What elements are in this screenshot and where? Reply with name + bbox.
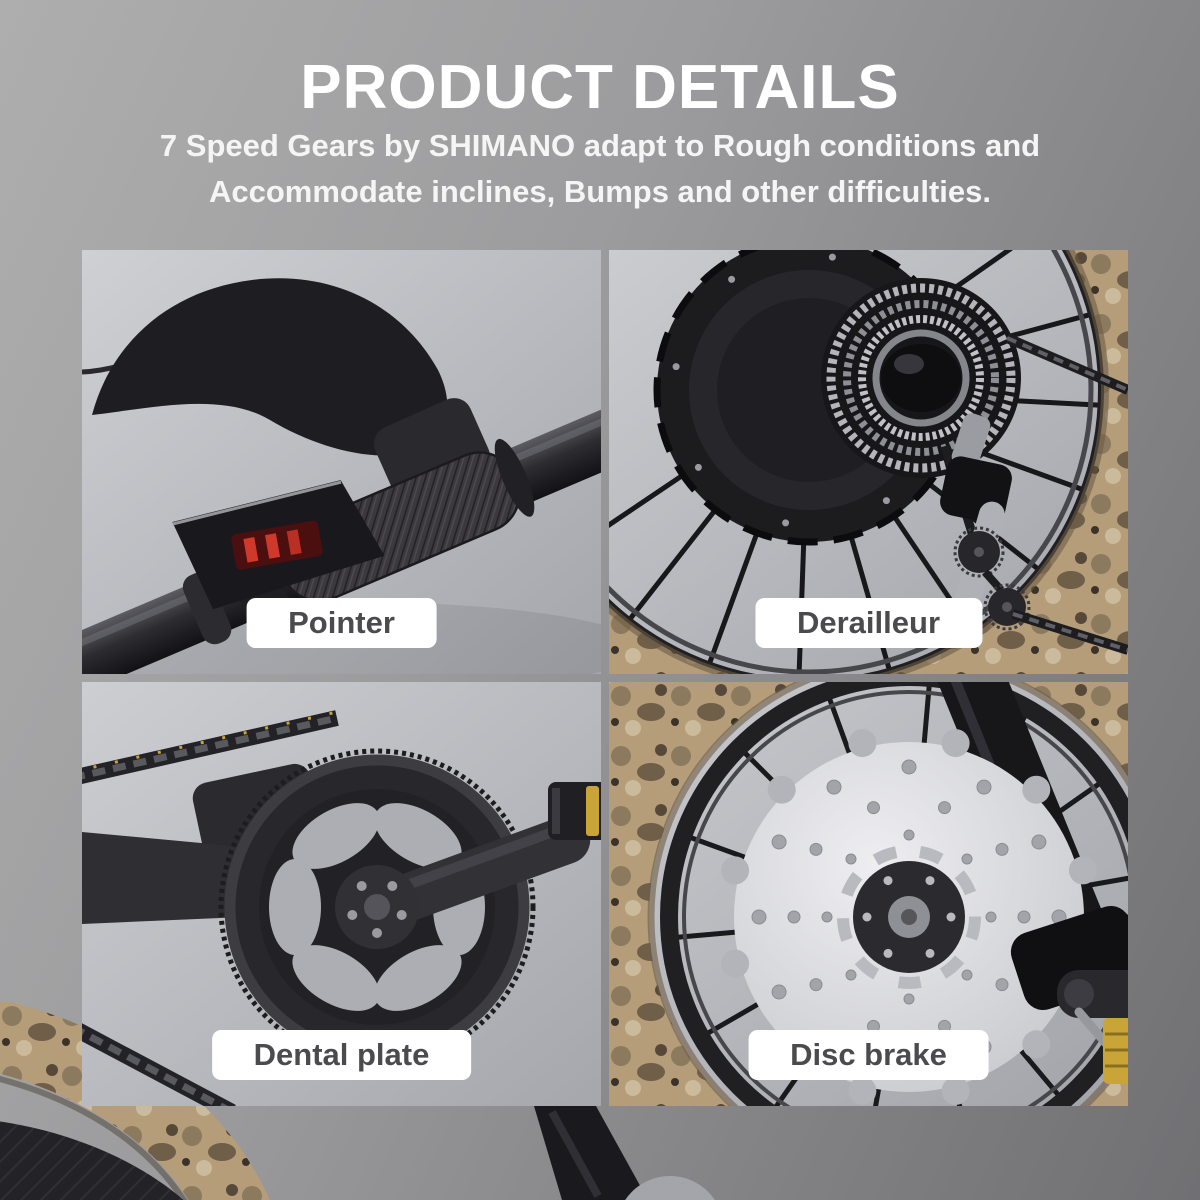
crank-arm <box>372 815 591 925</box>
product-photo-grid: Pointer <box>82 250 1128 1106</box>
cassette-cogs <box>821 278 1021 478</box>
derailleur-label: Derailleur <box>754 598 983 648</box>
dental-plate-label: Dental plate <box>211 1030 472 1080</box>
spoke-reflector <box>1103 1018 1128 1084</box>
chainring-photo <box>82 682 601 1106</box>
page-subtitle-line1: 7 Speed Gears by SHIMANO adapt to Rough … <box>159 128 1041 163</box>
brake-rotor <box>721 729 1097 1105</box>
pedal <box>548 782 601 840</box>
page-subtitle-line2: Accommodate inclines, Bumps and other di… <box>208 174 992 209</box>
front-fork-photo <box>534 1106 715 1200</box>
panel-dental-plate: Dental plate <box>82 682 601 1106</box>
rear-derailleur-photo <box>609 250 1128 674</box>
wheel-rim <box>660 682 1128 1106</box>
brake-caliper <box>1010 906 1128 1075</box>
page-title: PRODUCT DETAILS <box>300 53 900 122</box>
panel-pointer: Pointer <box>82 250 601 674</box>
panel-disc-brake: Disc brake <box>609 682 1128 1106</box>
gear-shifter-pointer-photo <box>82 250 601 674</box>
panel-derailleur: Derailleur <box>609 250 1128 674</box>
pointer-label: Pointer <box>246 598 437 648</box>
handlebar-group <box>82 345 601 674</box>
crank-hub <box>335 865 419 949</box>
rear-derailleur-mech <box>940 413 1031 631</box>
brake-lever-blade <box>92 278 448 456</box>
disc-brake-label: Disc brake <box>748 1030 989 1080</box>
page-header: PRODUCT DETAILS 7 Speed Gears by SHIMANO… <box>0 52 1200 215</box>
gear-pointer-display <box>172 480 385 610</box>
